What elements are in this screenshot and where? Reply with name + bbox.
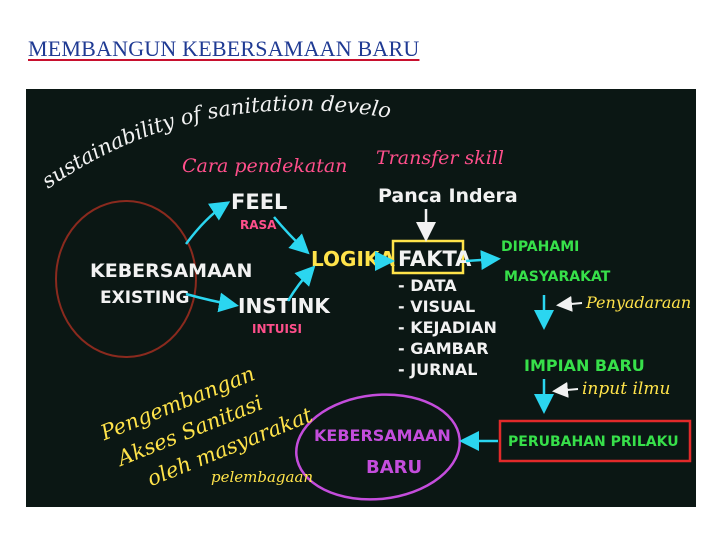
fakta-label: FAKTA (398, 247, 472, 271)
fakta-item-visual: - VISUAL (398, 297, 475, 316)
baru-loop (295, 393, 461, 501)
kebersamaan-existing-line1: KEBERSAMAAN (90, 260, 252, 282)
fakta-item-kejadian: - KEJADIAN (398, 318, 497, 337)
perubahan-prilaku-label: PERUBAHAN PRILAKU (508, 434, 679, 450)
kebersamaan-baru-line2: BARU (366, 457, 422, 478)
diagram-canvas: sustainability of sanitation development… (26, 89, 692, 501)
instink-label: INSTINK (238, 294, 331, 318)
slide-title: MEMBANGUN KEBERSAMAAN BARU (28, 36, 420, 61)
arc-title-text: sustainability of sanitation development (26, 89, 393, 193)
arrow-instink-logika (286, 265, 316, 302)
kebersamaan-existing-line2: EXISTING (100, 288, 189, 308)
dipahami-line2: MASYARAKAT (504, 269, 611, 285)
arrow-existing-instink (185, 292, 239, 313)
arrow-penyadaraan (556, 295, 583, 312)
dipahami-line1: DIPAHAMI (501, 239, 579, 255)
perubahan-box (498, 419, 692, 463)
penyadaraan-label: Penyadaraan (585, 293, 691, 312)
logika-label: LOGIKA (311, 247, 395, 271)
impian-baru-label: IMPIAN BARU (524, 356, 645, 375)
arrow-existing-feel (184, 201, 231, 245)
arrow-fakta-dipahami (465, 250, 501, 270)
cara-pendekatan-label: Cara pendekatan (182, 155, 347, 177)
whiteboard-image: sustainability of sanitation development… (26, 89, 696, 507)
transfer-skill-label: Transfer skill (376, 147, 504, 169)
input-ilmu-label: input ilmu (582, 379, 670, 399)
fakta-item-gambar: - GAMBAR (398, 339, 489, 358)
panca-indera-label: Panca Indera (378, 185, 518, 207)
arc-title: sustainability of sanitation development (26, 89, 393, 193)
intuisi-label: INTUISI (252, 322, 302, 336)
arrow-input-ilmu (552, 381, 579, 398)
arrow-feel-logika (273, 216, 310, 255)
kebersamaan-baru-line1: KEBERSAMAAN (314, 426, 451, 445)
existing-circle (55, 200, 197, 358)
rasa-label: RASA (240, 218, 277, 232)
pelembagaan-label: pelembagaan (211, 468, 313, 486)
fakta-item-data: - DATA (398, 276, 457, 295)
feel-label: FEEL (231, 190, 287, 214)
fakta-item-jurnal: - JURNAL (398, 360, 477, 379)
